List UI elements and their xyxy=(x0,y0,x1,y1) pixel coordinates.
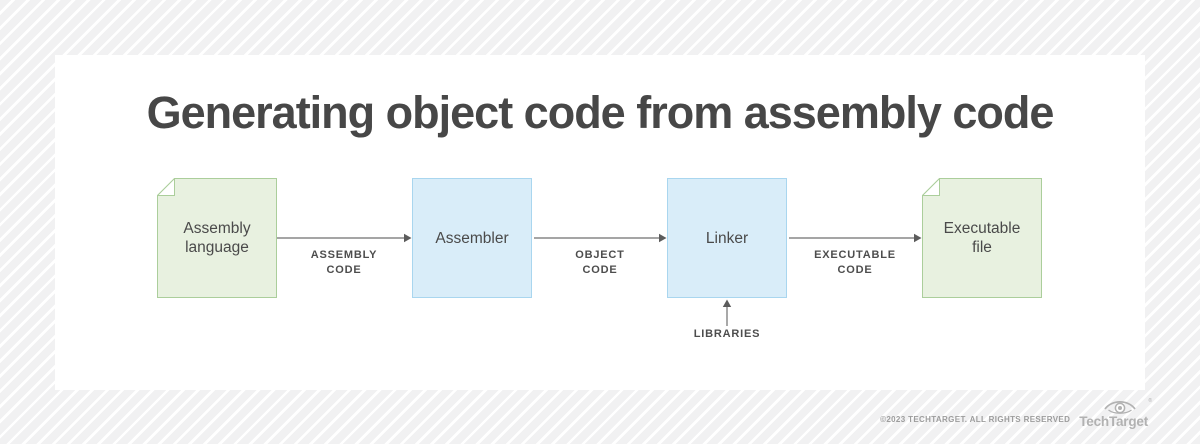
node-executable-file: Executable file xyxy=(922,178,1042,298)
copyright-text: ©2023 TECHTARGET. ALL RIGHTS RESERVED xyxy=(880,415,1071,424)
registered-mark: ® xyxy=(1148,398,1152,404)
eye-target-icon xyxy=(1103,401,1136,414)
folded-corner-icon xyxy=(922,178,940,196)
edge-label-libraries: LIBRARIES xyxy=(693,328,761,340)
arrow-right-icon xyxy=(534,233,667,243)
footer: ©2023 TECHTARGET. ALL RIGHTS RESERVED ® … xyxy=(880,398,1152,429)
page-title: Generating object code from assembly cod… xyxy=(146,87,1055,138)
node-label: Assembler xyxy=(435,229,509,247)
node-label: Linker xyxy=(705,229,749,247)
document-shape-icon xyxy=(157,178,277,298)
edge-label-assembly-code: ASSEMBLY CODE xyxy=(310,249,378,276)
node-assembler: Assembler xyxy=(412,178,532,298)
document-shape-icon xyxy=(922,178,1042,298)
arrow-right-icon xyxy=(277,233,412,243)
node-linker: Linker xyxy=(667,178,787,298)
arrow-right-icon xyxy=(789,233,922,243)
node-assembly-language: Assembly language xyxy=(157,178,277,298)
edge-label-object-code: OBJECT CODE xyxy=(575,249,625,276)
folded-corner-icon xyxy=(157,178,175,196)
node-label: Assembly language xyxy=(183,220,251,256)
arrow-up-icon xyxy=(722,299,732,326)
edge-label-executable-code: EXECUTABLE CODE xyxy=(814,249,896,276)
brand-name: TechTarget xyxy=(1079,414,1148,429)
node-label: Executable file xyxy=(943,220,1021,256)
techtarget-logo: ® TechTarget xyxy=(1079,398,1152,429)
